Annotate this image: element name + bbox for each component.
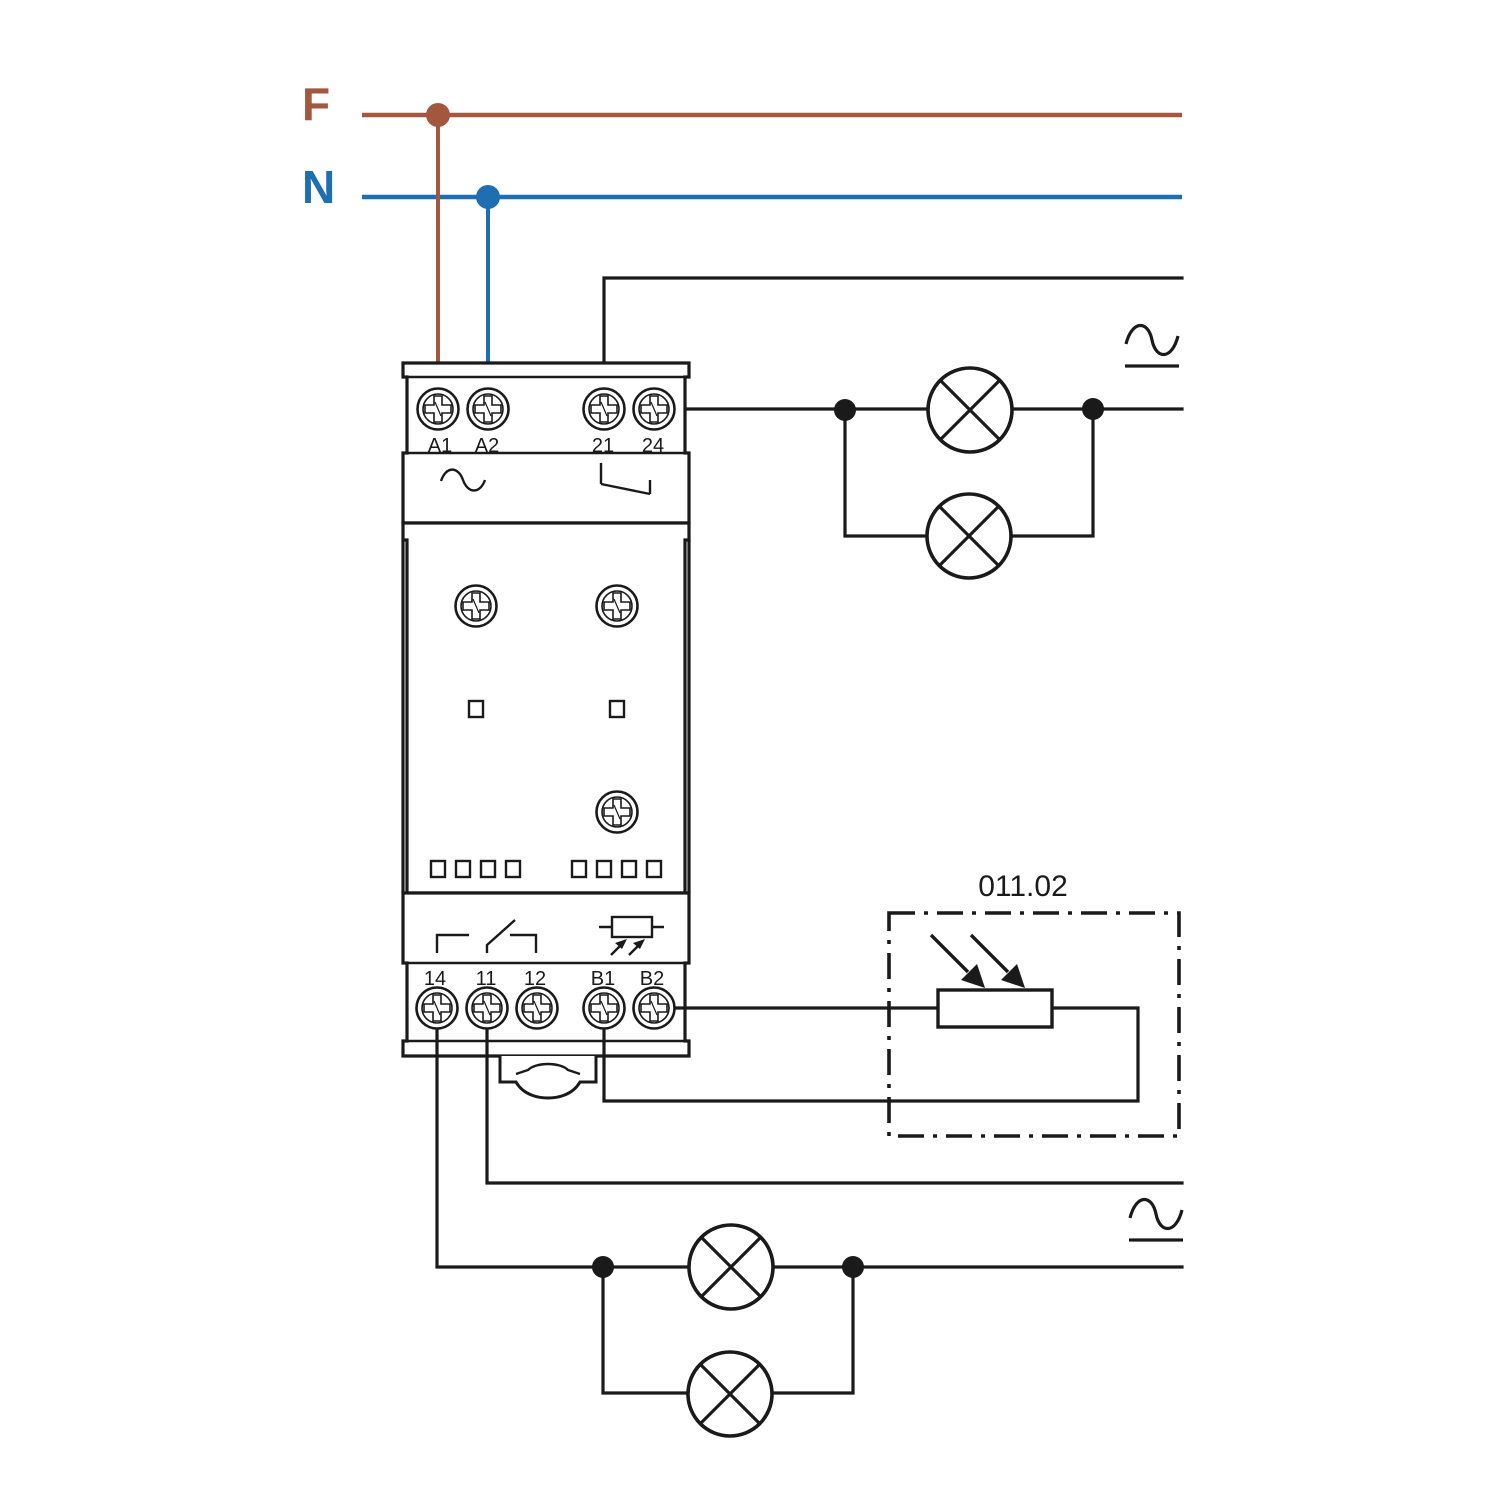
adjust-screw-icon[interactable]	[595, 584, 639, 628]
phase-junction	[426, 103, 450, 127]
terminal-b1[interactable]	[582, 986, 626, 1030]
terminal-a1[interactable]	[416, 387, 460, 431]
junction-dot	[592, 1256, 614, 1278]
junction-dot	[842, 1256, 864, 1278]
ac-supply-icon	[1123, 323, 1181, 368]
lamp-icon	[926, 366, 1014, 454]
terminal-label: 24	[642, 435, 664, 457]
terminal-label: 12	[524, 968, 546, 990]
terminal-label: A1	[428, 435, 452, 457]
terminal-11-line	[485, 1028, 1184, 1185]
junction-dot	[834, 399, 856, 421]
lamp-icon	[687, 1223, 775, 1311]
b1-sensor-wire	[602, 1006, 1140, 1103]
lamp-icon	[925, 492, 1013, 580]
ac-coil-icon	[439, 468, 487, 492]
phase-label: F	[302, 78, 330, 130]
terminal-12[interactable]	[515, 986, 559, 1030]
terminal-label: 21	[592, 435, 614, 457]
terminal-b2[interactable]	[632, 986, 676, 1030]
ac-supply-icon	[1127, 1197, 1185, 1242]
neutral-label: N	[302, 161, 335, 213]
adjust-screw-icon[interactable]	[595, 790, 639, 834]
contact-symbol-icon	[485, 919, 516, 953]
terminal-21[interactable]	[582, 387, 626, 431]
contact-symbol-icon	[510, 933, 538, 953]
terminal-24[interactable]	[632, 387, 676, 431]
photoresistor-icon	[929, 933, 1054, 1029]
terminal-21-line	[602, 276, 1184, 400]
photoresistor-icon	[599, 915, 664, 956]
sensor-enclosure	[887, 911, 1181, 1138]
terminal-label: A2	[475, 435, 499, 457]
lamp-icon	[686, 1350, 774, 1438]
contact-symbol-icon	[435, 933, 469, 953]
neutral-junction	[476, 185, 500, 209]
terminal-label: 14	[424, 968, 446, 990]
adjust-screw-icon[interactable]	[454, 584, 498, 628]
terminal-a2[interactable]	[466, 387, 510, 431]
terminal-11[interactable]	[465, 986, 509, 1030]
terminal-label: B1	[591, 968, 615, 990]
contact-symbol-icon	[600, 482, 651, 496]
terminal-label: B2	[640, 968, 664, 990]
terminal-label: 11	[476, 968, 497, 990]
terminal-14[interactable]	[415, 986, 459, 1030]
junction-dot	[1082, 398, 1104, 420]
sensor-label: 011.02	[978, 870, 1068, 903]
